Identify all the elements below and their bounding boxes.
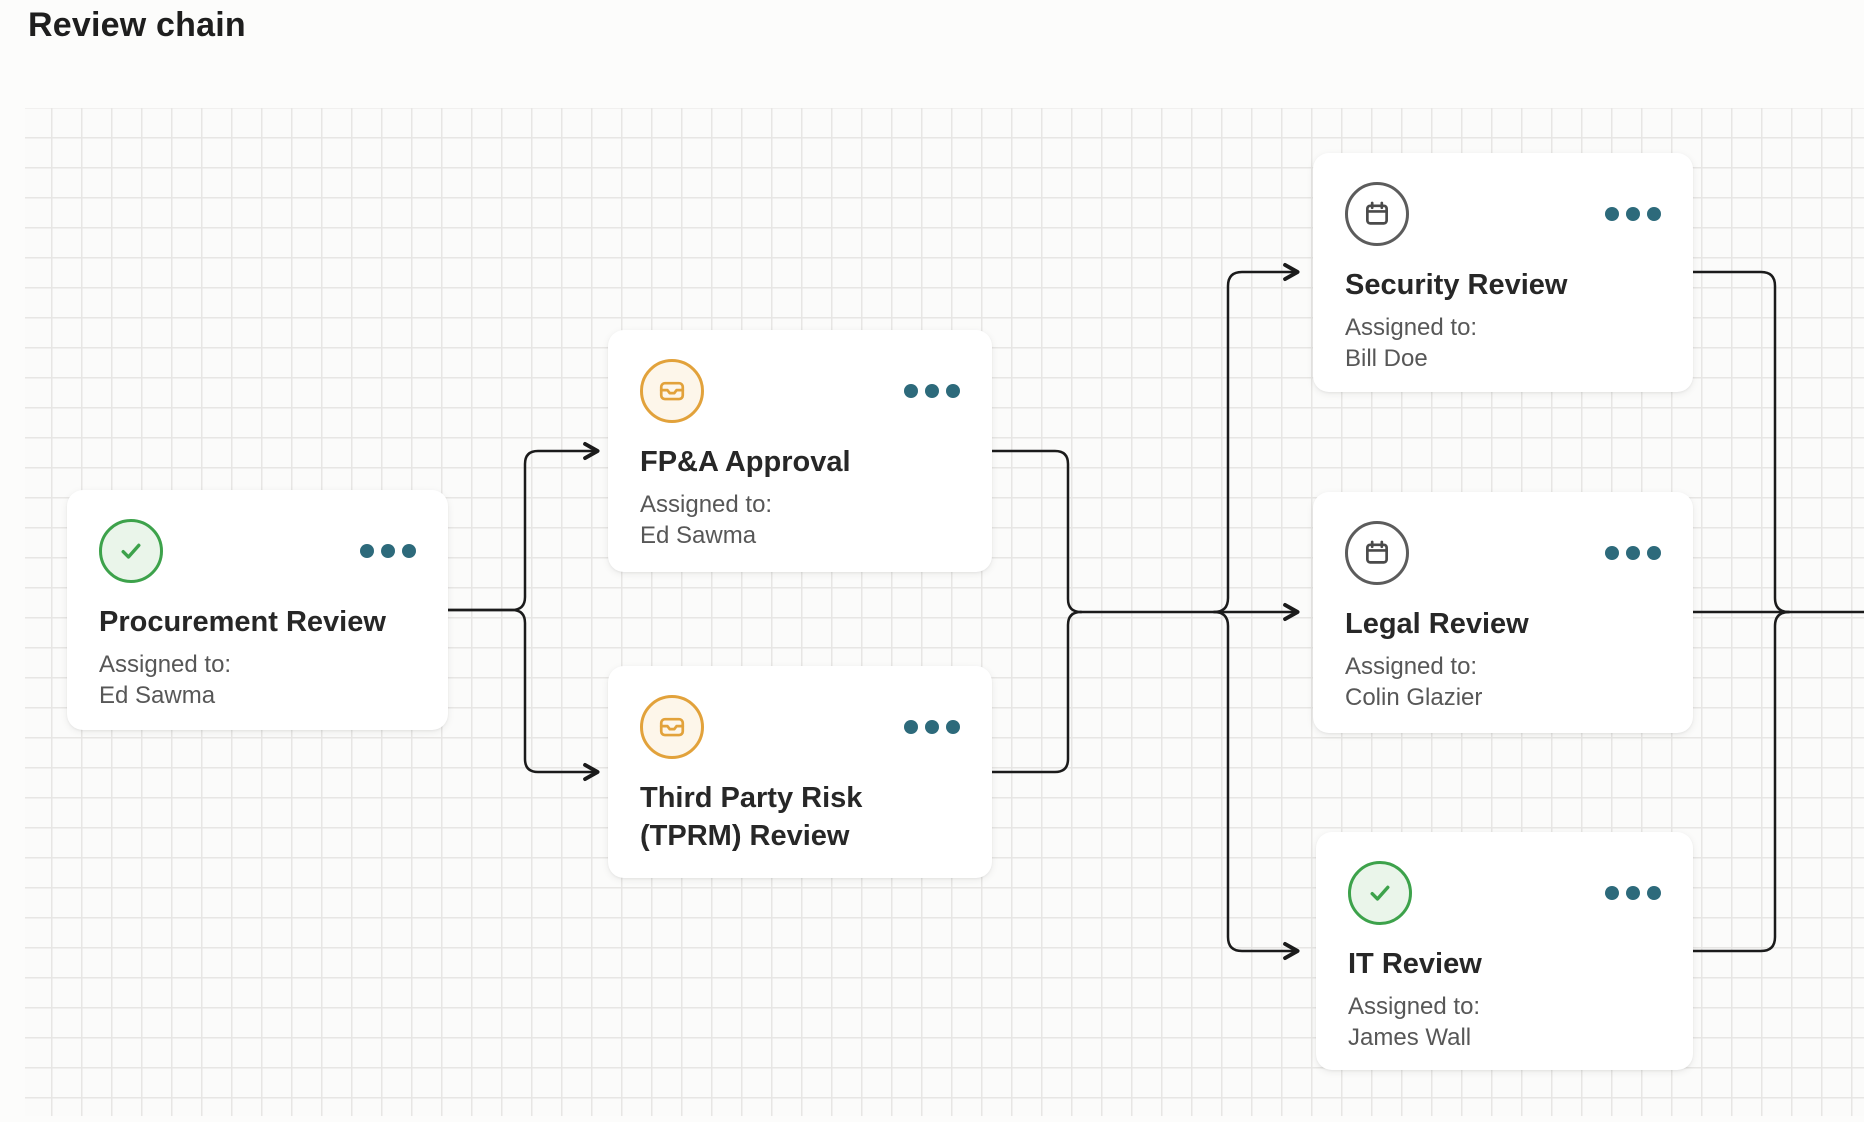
node-it-review[interactable]: IT Review Assigned to: James Wall: [1316, 832, 1693, 1070]
node-menu-button[interactable]: [904, 380, 960, 402]
assigned-label: Assigned to:: [1345, 314, 1478, 341]
ellipsis-dot: [360, 544, 374, 558]
assignee-name: James Wall: [1348, 1024, 1472, 1051]
ellipsis-dot: [1626, 886, 1640, 900]
assignee-name: Ed Sawma: [640, 522, 757, 549]
node-assignment: Assigned to: Ed Sawma: [640, 489, 960, 551]
node-fpa-approval[interactable]: FP&A Approval Assigned to: Ed Sawma: [608, 330, 992, 572]
ellipsis-dot: [946, 384, 960, 398]
node-assignment: Assigned to: Colin Glazier: [1345, 651, 1661, 713]
assignee-name: Ed Sawma: [99, 682, 216, 709]
ellipsis-dot: [925, 384, 939, 398]
assigned-label: Assigned to:: [1348, 993, 1481, 1020]
ellipsis-dot: [925, 720, 939, 734]
node-title: FP&A Approval: [640, 446, 851, 478]
ellipsis-dot: [946, 720, 960, 734]
assigned-label: Assigned to:: [640, 491, 773, 518]
node-assignment: Assigned to: Ed Sawma: [99, 649, 416, 711]
node-procurement-review[interactable]: Procurement Review Assigned to: Ed Sawma: [67, 490, 448, 730]
check-circle-icon: [1348, 861, 1412, 925]
ellipsis-dot: [381, 544, 395, 558]
ellipsis-dot: [1647, 546, 1661, 560]
assigned-label: Assigned to:: [99, 651, 232, 678]
calendar-circle-icon: [1345, 182, 1409, 246]
calendar-circle-icon: [1345, 521, 1409, 585]
node-assignment: Assigned to: Bill Doe: [1345, 312, 1661, 374]
ellipsis-dot: [1605, 886, 1619, 900]
node-title: Security Review: [1345, 269, 1568, 301]
assignee-name: Colin Glazier: [1345, 684, 1483, 711]
node-security-review[interactable]: Security Review Assigned to: Bill Doe: [1313, 153, 1693, 392]
node-title: Legal Review: [1345, 608, 1529, 640]
ellipsis-dot: [402, 544, 416, 558]
check-circle-icon: [99, 519, 163, 583]
assignee-name: Bill Doe: [1345, 345, 1428, 372]
node-title: Third Party Risk (TPRM) Review: [640, 782, 863, 852]
ellipsis-dot: [1605, 546, 1619, 560]
ellipsis-dot: [904, 384, 918, 398]
node-menu-button[interactable]: [360, 540, 416, 562]
ellipsis-dot: [1647, 207, 1661, 221]
page-title: Review chain: [28, 6, 246, 44]
node-title: Procurement Review: [99, 606, 386, 638]
ellipsis-dot: [1626, 546, 1640, 560]
node-assignment: Assigned to: James Wall: [1348, 991, 1661, 1053]
node-menu-button[interactable]: [1605, 203, 1661, 225]
node-menu-button[interactable]: [1605, 542, 1661, 564]
node-legal-review[interactable]: Legal Review Assigned to: Colin Glazier: [1313, 492, 1693, 733]
node-menu-button[interactable]: [1605, 882, 1661, 904]
ellipsis-dot: [1605, 207, 1619, 221]
ellipsis-dot: [1626, 207, 1640, 221]
node-tprm-review[interactable]: Third Party Risk (TPRM) Review: [608, 666, 992, 878]
assigned-label: Assigned to:: [1345, 653, 1478, 680]
inbox-circle-icon: [640, 695, 704, 759]
ellipsis-dot: [904, 720, 918, 734]
node-title: IT Review: [1348, 948, 1482, 980]
ellipsis-dot: [1647, 886, 1661, 900]
inbox-circle-icon: [640, 359, 704, 423]
node-menu-button[interactable]: [904, 716, 960, 738]
